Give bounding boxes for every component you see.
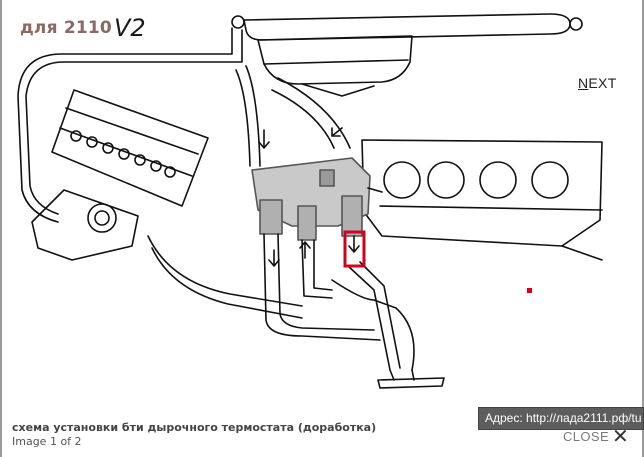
hose-upper-b (277, 77, 351, 149)
close-button[interactable]: CLOSE (563, 429, 610, 444)
flow-arrow-4 (299, 241, 311, 259)
hose-lower-c (347, 265, 391, 371)
image-counter: Image 1 of 2 (12, 435, 82, 448)
diagram-title: для 2110 (20, 18, 112, 38)
pump-pulley (87, 203, 117, 233)
hose-lower-b (301, 239, 333, 299)
hose-lower-a (263, 233, 381, 341)
hose-upper-a (245, 65, 261, 167)
viewer-frame-right (642, 0, 644, 457)
radiator-tank (257, 35, 413, 85)
next-label-accesskey: N (578, 75, 589, 91)
image-caption: схема установки бти дырочного термостата… (12, 421, 377, 434)
diagram-image (2, 0, 642, 408)
bottom-outlet (377, 377, 445, 389)
hose-radiator-left (25, 29, 243, 215)
flow-arrow-3 (268, 249, 280, 267)
viewer-frame-left (0, 0, 2, 457)
version-mark: V2 (114, 14, 146, 42)
close-icon[interactable]: ✕ (612, 424, 629, 448)
next-button[interactable]: NEXT (578, 75, 617, 91)
radiator-cap (231, 15, 245, 29)
url-tooltip: Адрес: http://лада2111.рф/tu (478, 407, 644, 430)
next-label-rest: EXT (588, 75, 617, 91)
flow-arrow-5 (348, 235, 360, 253)
hose-return-pump (151, 247, 303, 319)
engine-block-left (51, 89, 209, 207)
flow-arrow-1 (258, 129, 270, 149)
highlight-dot (527, 288, 532, 293)
flow-arrow-2 (331, 127, 343, 137)
engine-block-right (361, 139, 603, 247)
highlight-box (343, 230, 366, 268)
radiator-top-pipe (243, 13, 571, 41)
